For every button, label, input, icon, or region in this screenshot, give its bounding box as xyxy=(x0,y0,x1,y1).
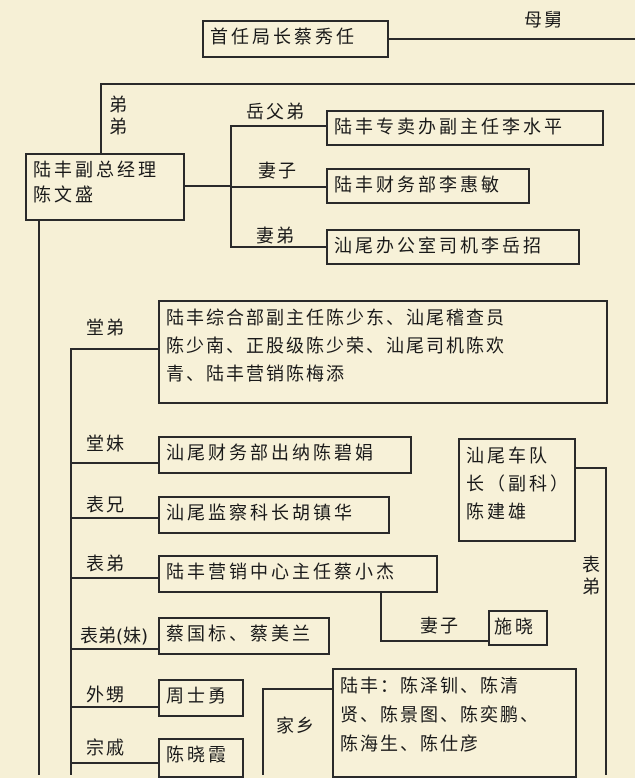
relative-3-text: 汕尾监察科长胡镇华 xyxy=(166,503,355,524)
relation-label-rel-6: 外甥 xyxy=(86,685,126,706)
center-person-title: 陆丰副总经理 xyxy=(33,160,159,181)
relation-label-top: 母舅 xyxy=(524,10,564,31)
relative-7-text: 陈晓霞 xyxy=(166,745,229,766)
connector-rel-2 xyxy=(70,462,158,464)
relation-label-rel-5: 表弟(妹) xyxy=(80,626,149,647)
connector-fleet xyxy=(575,467,605,469)
inlaw-text-1: 陆丰专卖办副主任李水平 xyxy=(334,117,565,138)
connector-rel-4 xyxy=(70,577,158,579)
wife-cousin-text: 施晓 xyxy=(494,617,536,638)
connector-rel-3 xyxy=(70,517,158,519)
relative-5-text: 蔡国标、蔡美兰 xyxy=(166,624,313,645)
relative-box-4: 陆丰营销中心主任蔡小杰 xyxy=(158,555,438,593)
relative-4-text: 陆丰营销中心主任蔡小杰 xyxy=(166,562,397,583)
relative-box-3: 汕尾监察科长胡镇华 xyxy=(158,496,390,534)
relation-label-rel-1: 堂弟 xyxy=(86,318,126,339)
fleet-line-3: 陈建雄 xyxy=(466,501,529,523)
relative-2-text: 汕尾财务部出纳陈碧娟 xyxy=(166,443,376,464)
relative-1-line-1: 陆丰综合部副主任陈少东、汕尾稽查员 xyxy=(166,308,506,329)
relative-box-1: 陆丰综合部副主任陈少东、汕尾稽查员 陈少南、正股级陈少荣、汕尾司机陈欢 青、陆丰… xyxy=(158,300,608,404)
relation-label-inlaw-2: 妻子 xyxy=(258,161,298,182)
connector-rel-5 xyxy=(70,648,158,650)
relative-6-text: 周士勇 xyxy=(166,686,229,707)
relation-label-inlaw-1: 岳父弟 xyxy=(246,102,306,123)
relation-label-rel-7: 宗戚 xyxy=(86,738,126,759)
inlaw-box-2: 陆丰财务部李惠敏 xyxy=(326,168,530,204)
fleet-box: 汕尾车队 长（副科） 陈建雄 xyxy=(458,438,576,542)
relation-label-rel-3: 表兄 xyxy=(86,495,126,516)
relation-label-rel-2: 堂妹 xyxy=(86,434,126,455)
wife-cousin-box: 施晓 xyxy=(488,610,548,646)
relative-box-2: 汕尾财务部出纳陈碧娟 xyxy=(158,436,412,474)
relation-label-center-up: 弟弟 xyxy=(109,95,127,138)
connector-relatives-spine xyxy=(70,348,72,775)
relation-label-rel-4: 表弟 xyxy=(86,554,126,575)
hometown-line-3: 陈海生、陈仕彦 xyxy=(340,733,480,755)
connector-center-inlaws xyxy=(184,185,230,187)
connector-rel-7 xyxy=(70,762,158,764)
top-director-box: 首任局长蔡秀任 xyxy=(202,20,389,58)
inlaw-text-2: 陆丰财务部李惠敏 xyxy=(334,175,502,196)
relation-label-inlaw-3: 妻弟 xyxy=(256,226,296,247)
relation-label-wife-cousin: 妻子 xyxy=(420,616,460,637)
connector-center-up xyxy=(100,85,102,155)
connector-rel-1 xyxy=(70,348,158,350)
relative-box-7: 陈晓霞 xyxy=(158,738,244,778)
connector-fleet-down xyxy=(605,467,607,775)
connector-center-top xyxy=(100,83,635,85)
hometown-line-1: 陆丰：陈泽钏、陈清 xyxy=(340,676,520,697)
connector-wife-down xyxy=(380,593,382,640)
relative-box-5: 蔡国标、蔡美兰 xyxy=(158,617,330,655)
relation-label-hometown: 家乡 xyxy=(276,716,316,737)
relative-1-line-3: 青、陆丰营销陈梅添 xyxy=(166,363,346,385)
relative-box-6: 周士勇 xyxy=(158,679,244,717)
center-person-box: 陆丰副总经理 陈文盛 xyxy=(25,153,185,221)
top-director-name: 首任局长蔡秀任 xyxy=(210,27,357,48)
connector-inlaw-1 xyxy=(230,125,326,127)
connector-inlaw-2 xyxy=(230,186,326,188)
fleet-line-1: 汕尾车队 xyxy=(466,446,550,467)
hometown-line-2: 贤、陈景图、陈奕鹏、 xyxy=(340,704,540,726)
connector-hometown xyxy=(262,688,332,690)
relative-1-line-2: 陈少南、正股级陈少荣、汕尾司机陈欢 xyxy=(166,335,506,357)
inlaw-text-3: 汕尾办公室司机李岳招 xyxy=(334,236,544,257)
fleet-line-2: 长（副科） xyxy=(466,473,571,495)
connector-wife xyxy=(380,640,490,642)
relation-label-fleet: 表弟 xyxy=(582,555,600,598)
connector-left-trunk xyxy=(38,220,40,775)
connector-hometown-down xyxy=(262,688,264,775)
center-person-name: 陈文盛 xyxy=(33,185,96,207)
connector-top xyxy=(388,38,635,40)
connector-rel-6 xyxy=(70,706,158,708)
inlaw-box-3: 汕尾办公室司机李岳招 xyxy=(326,229,580,265)
connector-inlaw-3 xyxy=(230,246,326,248)
inlaw-box-1: 陆丰专卖办副主任李水平 xyxy=(326,110,604,146)
hometown-box: 陆丰：陈泽钏、陈清 贤、陈景图、陈奕鹏、 陈海生、陈仕彦 xyxy=(332,668,577,778)
